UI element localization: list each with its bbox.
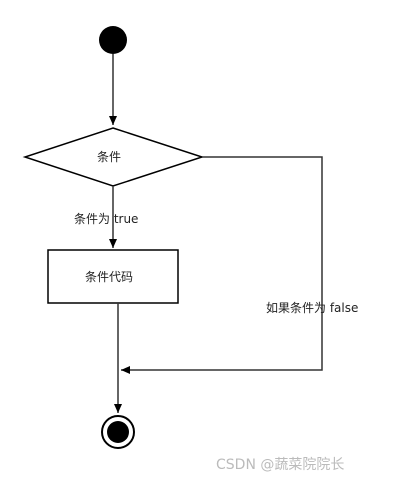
- end-node-inner: [107, 421, 129, 443]
- edge-condition-false: [121, 156, 323, 374]
- code-block: [47, 249, 179, 304]
- true-branch-label: 条件为 true: [74, 212, 139, 226]
- watermark: CSDN @蔬菜院院长: [216, 457, 345, 473]
- condition-label: 条件: [97, 150, 122, 164]
- start-node: [99, 26, 127, 54]
- false-branch-label: 如果条件为 false: [266, 301, 359, 315]
- code-block-label: 条件代码: [85, 270, 134, 284]
